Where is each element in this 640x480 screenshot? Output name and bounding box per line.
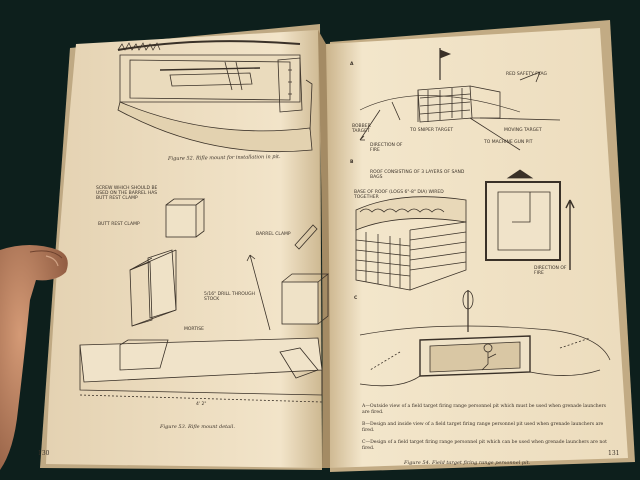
label-red-safety-flag: RED SAFETY FLAG [506,72,547,77]
label-bobber-target: BOBBER TARGET [352,124,371,134]
label-barrel-clamp: BARREL CLAMP [256,232,291,237]
left-page-number: 130 [38,450,50,457]
label-butt-rest-clamp: BUTT REST CLAMP [98,222,140,227]
figure-54-caption: Figure 54. Field target firing range per… [404,460,531,466]
label-screw-note: SCREW WHICH SHOULD BE USED ON THE BARREL… [96,186,158,201]
note-a: A—Outside view of a field target firing … [362,404,607,415]
label-moving-target: MOVING TARGET [504,128,542,133]
book-gutter [318,30,330,468]
right-page [326,28,628,468]
label-base-of-roof: BASE OF ROOF (LOGS 6"-8" DIA) WIRED TOGE… [354,190,444,200]
right-page-number: 131 [608,450,620,457]
panel-label-b: B [350,160,354,165]
figure-54-panel-c [359,290,611,387]
panel-label-c: C [354,296,358,301]
figure-52-illustration [117,40,313,153]
figure-54-panel-b [355,169,575,291]
label-direction-of-fire-b: DIRECTION OF FIRE [534,266,567,276]
label-mortise: MORTISE [184,327,204,332]
label-roof-layers: ROOF CONSISTING OF 3 LAYERS OF SAND BAGS [370,170,465,180]
label-overall-length: 4' 2" [196,402,207,407]
figure-53-illustration [79,198,330,403]
note-b: B—Design and inside view of a field targ… [362,422,604,433]
note-c: C—Design of a field target firing range … [362,440,607,451]
label-drill-through: 5/16" DRILL THROUGH STOCK [204,292,255,302]
panel-label-a: A [350,62,354,67]
label-to-machine-gun-pit: TO MACHINE GUN PIT [484,140,533,145]
hand [0,245,68,470]
label-direction-of-fire-a: DIRECTION OF FIRE [370,143,403,153]
label-to-sniper-target: TO SNIPER TARGET [410,128,454,133]
figure-53-caption: Figure 53. Rifle mount detail. [160,424,235,430]
figure-54-panel-a [359,48,561,151]
